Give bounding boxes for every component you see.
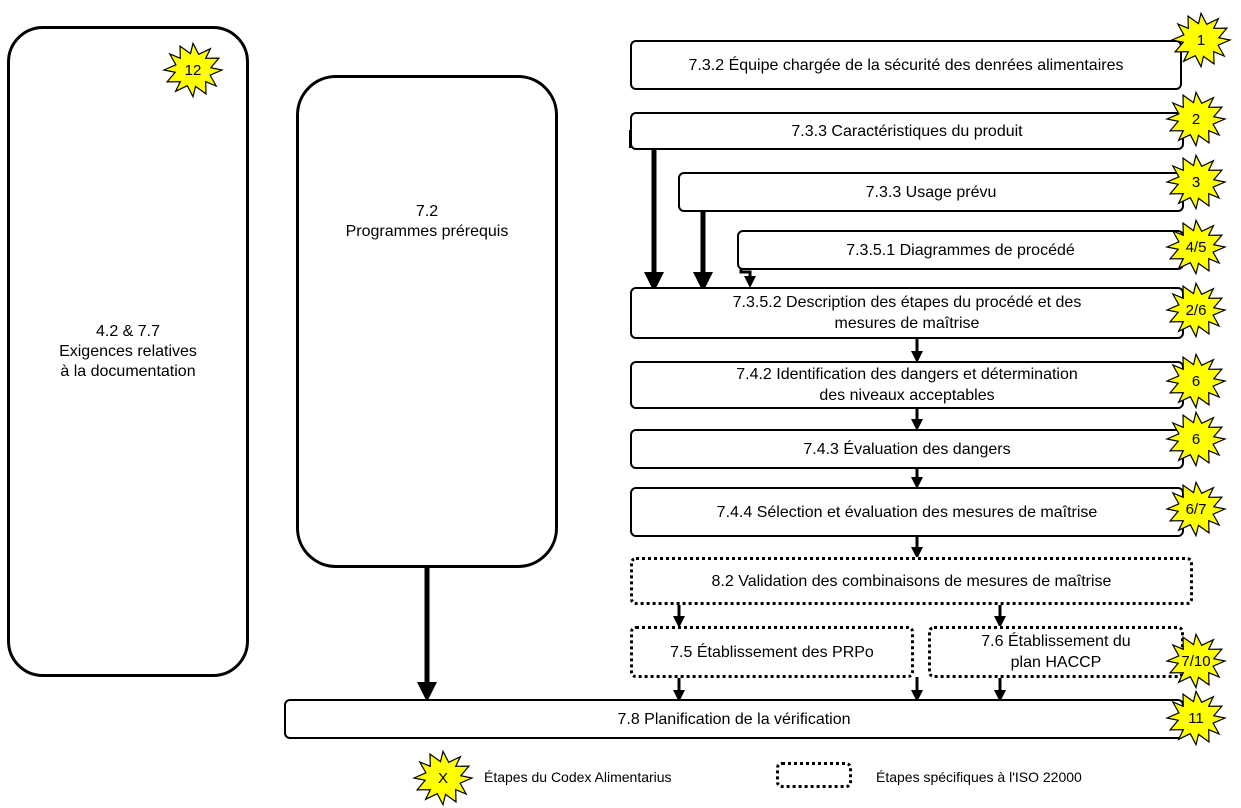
star-burst-shape xyxy=(1165,480,1227,538)
step-7-5-box: 7.5 Établissement des PRPo xyxy=(630,626,914,678)
badge-number: 6/7 xyxy=(1185,500,1207,518)
documentation-requirements-box: 4.2 & 7.7 Exigences relatives à la docum… xyxy=(7,26,249,677)
documentation-box-title: Exigences relatives à la documentation xyxy=(59,342,197,380)
step-label: 7.4.2 Identification des dangers et déte… xyxy=(736,366,1078,404)
step-label: 7.6 Établissement du plan HACCP xyxy=(981,633,1131,671)
star-burst-shape xyxy=(1165,281,1227,339)
codex-step-badge: 2/6 xyxy=(1163,280,1229,340)
codex-legend-label: Étapes du Codex Alimentarius xyxy=(484,769,672,785)
star-burst-shape xyxy=(1165,352,1227,410)
step-label: 8.2 Validation des combinaisons de mesur… xyxy=(711,572,1112,590)
step-label: 7.3.5.2 Description des étapes du procéd… xyxy=(732,294,1082,332)
legend-codex-star-icon: X xyxy=(410,748,476,808)
step-7-3-2-box: 7.3.2 Équipe chargée de la sécurité des … xyxy=(630,40,1182,90)
step-7-6-box: 7.6 Établissement du plan HACCP xyxy=(928,626,1184,678)
step-7-3-5-1-box: 7.3.5.1 Diagrammes de procédé xyxy=(737,230,1184,270)
star-burst-shape xyxy=(1165,689,1227,747)
step-7-4-3-box: 7.4.3 Évaluation des dangers xyxy=(630,429,1184,469)
prerequisite-programs-box: 7.2 Programmes prérequis xyxy=(296,75,558,568)
codex-step-badge: 6/7 xyxy=(1163,479,1229,539)
badge-number: 2 xyxy=(1191,110,1201,128)
step-7-4-4-box: 7.4.4 Sélection et évaluation des mesure… xyxy=(630,487,1184,537)
iso-legend-box xyxy=(776,762,852,788)
step-7-4-2-box: 7.4.2 Identification des dangers et déte… xyxy=(630,361,1184,409)
step-7-3-3-product-box: 7.3.3 Caractéristiques du produit xyxy=(630,112,1184,150)
step-label: 7.3.3 Usage prévu xyxy=(865,183,997,201)
step-label: 7.3.5.1 Diagrammes de procédé xyxy=(846,241,1075,259)
badge-number: 4/5 xyxy=(1185,238,1207,256)
documentation-badge: 12 xyxy=(160,40,226,100)
step-label: 7.8 Planification de la vérification xyxy=(617,710,851,728)
codex-step-badge: 4/5 xyxy=(1163,217,1229,277)
step-7-3-3-usage-box: 7.3.3 Usage prévu xyxy=(678,172,1184,212)
star-burst-shape xyxy=(1170,11,1232,69)
badge-number: 2/6 xyxy=(1185,301,1207,319)
step-label: 7.4.4 Sélection et évaluation des mesure… xyxy=(716,503,1098,521)
badge-number: 7/10 xyxy=(1181,652,1211,670)
step-8-2-box: 8.2 Validation des combinaisons de mesur… xyxy=(630,557,1193,605)
step-7-3-5-2-box: 7.3.5.2 Description des étapes du procéd… xyxy=(630,287,1184,339)
badge-number: 6 xyxy=(1191,430,1201,448)
star-burst-shape xyxy=(1165,153,1227,211)
codex-step-badge: 6 xyxy=(1163,409,1229,469)
legend-symbol: X xyxy=(437,769,448,787)
codex-step-badge: 2 xyxy=(1163,89,1229,149)
badge-number: 12 xyxy=(184,61,202,79)
step-7-8-box: 7.8 Planification de la vérification xyxy=(284,699,1184,739)
codex-step-badge: 6 xyxy=(1163,351,1229,411)
codex-step-badge: 1 xyxy=(1168,10,1234,70)
iso-legend-label: Étapes spécifiques à l'ISO 22000 xyxy=(876,769,1082,785)
badge-number: 3 xyxy=(1191,173,1201,191)
codex-step-badge: 7/10 xyxy=(1163,631,1229,691)
star-burst-shape xyxy=(1165,410,1227,468)
star-burst-shape xyxy=(162,41,224,99)
documentation-box-number: 4.2 & 7.7 xyxy=(95,322,161,340)
badge-number: 6 xyxy=(1191,372,1201,390)
codex-step-badge: 3 xyxy=(1163,152,1229,212)
step-label: 7.5 Établissement des PRPo xyxy=(670,643,874,661)
prerequisite-box-title: Programmes prérequis xyxy=(345,222,509,240)
badge-number: 11 xyxy=(1188,709,1204,727)
badge-number: 1 xyxy=(1196,31,1206,49)
star-burst-shape xyxy=(1165,90,1227,148)
step-label: 7.3.3 Caractéristiques du produit xyxy=(791,122,1023,140)
step-label: 7.3.2 Équipe chargée de la sécurité des … xyxy=(688,56,1124,74)
step-label: 7.4.3 Évaluation des dangers xyxy=(803,440,1011,458)
star-burst-shape xyxy=(1165,218,1227,276)
prerequisite-box-number: 7.2 xyxy=(415,202,439,220)
star-burst-shape xyxy=(1165,632,1227,690)
codex-step-badge: 11 xyxy=(1163,688,1229,748)
arrow-7.3.5.1-to-7.3.5.2 xyxy=(739,268,756,288)
